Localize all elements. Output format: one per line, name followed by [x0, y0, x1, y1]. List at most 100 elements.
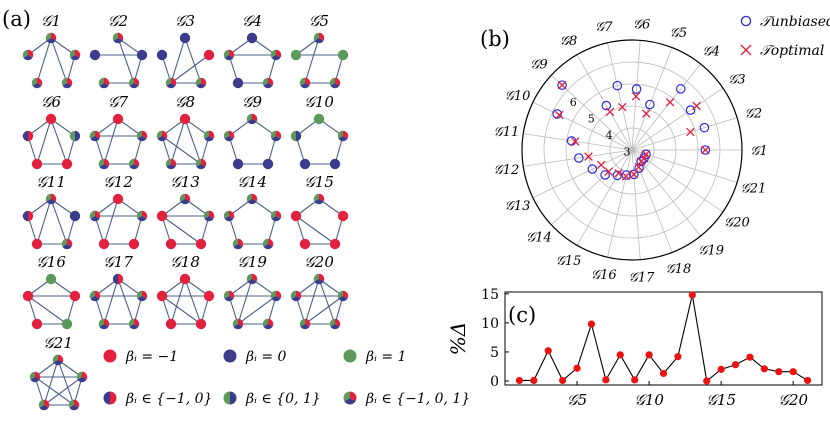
graph-node: [262, 158, 274, 170]
graph-node: [223, 290, 235, 302]
graph-14: 𝒢14: [223, 173, 282, 250]
delta-point: [573, 364, 581, 372]
delta-point: [775, 368, 783, 376]
graph-edge: [237, 295, 277, 325]
graph-node: [246, 273, 258, 285]
optimal-point: [686, 127, 695, 137]
polar-angle-label: 𝒢8: [560, 34, 578, 49]
graph-node: [112, 193, 124, 205]
graph-edge: [43, 376, 83, 406]
polar-angle-label: 𝒢9: [530, 58, 548, 73]
graph-label: 𝒢18: [170, 253, 200, 271]
polar-angle-label: 𝒢4: [702, 45, 720, 60]
graph-edge: [50, 198, 68, 245]
graph-node: [337, 290, 349, 302]
graph-node: [195, 158, 207, 170]
x-tick-label: 𝒢5: [567, 391, 587, 409]
graph-node: [262, 318, 274, 330]
optimal-point: [555, 110, 564, 120]
graph-label: 𝒢13: [170, 173, 200, 191]
graph-node: [76, 371, 88, 383]
optimal-point: [701, 145, 710, 155]
delta-point: [616, 351, 624, 359]
graph-label: 𝒢12: [103, 173, 133, 191]
graph-node: [89, 130, 101, 142]
graph-node: [89, 49, 101, 61]
polar-spoke: [631, 47, 673, 151]
legend-unbiased-label: 𝒯unbiased: [760, 14, 830, 30]
graph-node: [22, 49, 34, 61]
delta-point: [544, 347, 552, 355]
graph-label: 𝒢2: [108, 12, 128, 30]
optimal-point: [631, 92, 641, 101]
delta-point: [688, 291, 696, 299]
graph-node: [246, 32, 258, 44]
graph-label: 𝒢4: [242, 12, 262, 30]
graph-node: [69, 130, 81, 142]
y-tick-label: 5: [490, 345, 499, 361]
graph-node: [270, 290, 282, 302]
polar-angle-label: 𝒢7: [595, 20, 613, 35]
graph-node: [165, 158, 177, 170]
delta-point: [559, 376, 567, 385]
graph-node: [337, 210, 349, 222]
graph-node: [31, 158, 43, 170]
polar-spoke: [532, 149, 633, 199]
optimal-point: [692, 101, 701, 111]
x-tick-label: 𝒢20: [778, 391, 808, 409]
graph-edge: [318, 278, 336, 325]
graph-edge: [103, 278, 119, 325]
graph-edge: [304, 278, 320, 325]
polar-spoke: [607, 42, 633, 151]
graph-edge: [161, 295, 202, 325]
legend-optimal-label: 𝒯optimal: [760, 43, 824, 59]
x-tick-label: 𝒢10: [634, 391, 664, 409]
polar-angle-label: 𝒢2: [745, 107, 763, 122]
graph-3: 𝒢3: [156, 12, 215, 89]
optimal-point: [617, 102, 627, 112]
line-chart-frame: [504, 291, 823, 386]
graph-7: 𝒢7: [89, 93, 148, 170]
graph-label: 𝒢8: [175, 93, 195, 111]
delta-point: [674, 352, 682, 361]
polar-angle-label: 𝒢20: [724, 216, 750, 231]
polar-r-tick-label: 3: [624, 146, 631, 159]
unbiased-point: [700, 145, 711, 155]
polar-angle-label: 𝒢17: [629, 271, 656, 286]
graph-label: 𝒢21: [43, 334, 73, 352]
graph-node: [270, 210, 282, 222]
graph-node: [31, 318, 43, 330]
graph-node: [68, 399, 80, 411]
graph-node: [299, 238, 311, 250]
polar-angle-label: 𝒢5: [670, 26, 688, 41]
graph-16: 𝒢16: [22, 253, 81, 330]
delta-point: [602, 376, 610, 384]
graph-1: 𝒢1: [22, 12, 81, 89]
polar-angle-label: 𝒢11: [494, 125, 520, 140]
graph-edge: [117, 278, 135, 325]
graph-node: [69, 290, 81, 302]
graph-node: [246, 193, 258, 205]
graph-edge: [184, 278, 202, 325]
graph-node: [128, 158, 140, 170]
legend-node-mix_rb: [103, 391, 117, 405]
graph-edge: [184, 37, 202, 84]
graph-node: [299, 318, 311, 330]
graph-label: 𝒢1: [41, 12, 61, 30]
graph-node: [203, 130, 215, 142]
polar-angle-label: 𝒢13: [505, 199, 531, 214]
delta-point: [731, 361, 740, 369]
graph-node: [203, 49, 215, 61]
graph-node: [232, 318, 244, 330]
unbiased-point: [629, 169, 639, 180]
graph-label: 𝒢19: [237, 253, 267, 271]
graph-node: [203, 290, 215, 302]
unbiased-point: [636, 156, 646, 167]
delta-point: [530, 376, 538, 385]
graph-2: 𝒢2: [89, 12, 148, 89]
graph-node: [313, 193, 325, 205]
graph-node: [45, 113, 57, 125]
graph-node: [329, 318, 341, 330]
